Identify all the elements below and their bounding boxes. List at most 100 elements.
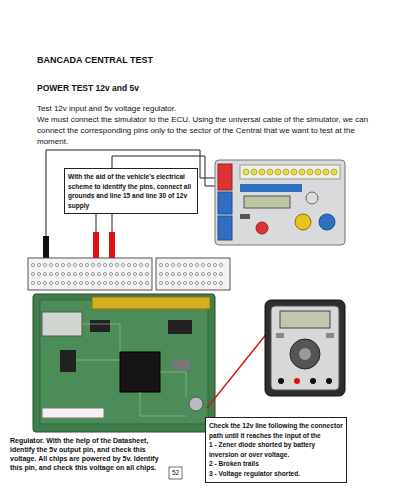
connector-strip (79, 272, 82, 275)
probe-wire (207, 332, 268, 408)
connector-strip (127, 263, 130, 266)
connector-strip (79, 281, 82, 284)
connector-strip (195, 272, 198, 275)
ecu-board (33, 294, 215, 432)
connector-strip (91, 272, 94, 275)
multimeter (299, 348, 311, 360)
connector-strip (145, 272, 148, 275)
page-number: 52 (169, 468, 182, 478)
simulator-device (331, 169, 337, 175)
connector-strip (213, 263, 216, 266)
connector-strip (43, 272, 46, 275)
ecu-board (172, 360, 190, 370)
connector-strip (189, 272, 192, 275)
connector-strip (159, 281, 162, 284)
connector-strip (67, 281, 70, 284)
connector-strip (85, 263, 88, 266)
ecu-board (40, 300, 208, 424)
connector-strip (115, 281, 118, 284)
connector-strip (189, 263, 192, 266)
ecu-board (60, 350, 76, 372)
simulator-device (243, 169, 249, 175)
page-title: BANCADA CENTRAL TEST (37, 55, 153, 65)
connector-strip (127, 272, 130, 275)
connector-strip (171, 272, 174, 275)
connector-strip (43, 281, 46, 284)
ecu-board (42, 312, 82, 336)
ecu-board (189, 397, 203, 411)
connector-strip (133, 263, 136, 266)
ecu-board (92, 297, 210, 309)
connector-strip (31, 281, 34, 284)
connector-strip (189, 281, 192, 284)
connector-strip (79, 263, 82, 266)
connector-strip (67, 263, 70, 266)
multimeter (278, 378, 284, 384)
connector-strip (165, 281, 168, 284)
simulator-device (323, 169, 329, 175)
simulator-device (319, 214, 335, 230)
multimeter (276, 333, 284, 338)
connector-strip (165, 272, 168, 275)
simulator-device (240, 184, 302, 192)
multimeter (326, 333, 334, 338)
connector-strip (37, 272, 40, 275)
connector-strip (183, 263, 186, 266)
connector-strip (171, 281, 174, 284)
simulator-device (299, 169, 305, 175)
ecu-board (76, 360, 120, 361)
ecu-board (42, 408, 104, 418)
connector-strip (28, 258, 230, 290)
connector-strip (85, 281, 88, 284)
simulator-device (215, 160, 345, 245)
connector-strip (85, 272, 88, 275)
connector-strip (97, 272, 100, 275)
simulator-device (243, 169, 337, 175)
page-number-box (169, 467, 182, 479)
connector-strip (183, 281, 186, 284)
connector-strip (49, 272, 52, 275)
connector-strip (219, 263, 222, 266)
connector-strip (213, 272, 216, 275)
connector-strip (103, 263, 106, 266)
simulator-device (306, 192, 318, 204)
box-text: 3 - Voltage regulator shorted. (209, 469, 343, 479)
connector-strip (61, 263, 64, 266)
simulator-device (283, 169, 289, 175)
connector-strip (121, 281, 124, 284)
connector-strip (67, 272, 70, 275)
connector-strip (133, 272, 136, 275)
connector-strip (55, 263, 58, 266)
connector-strip (49, 281, 52, 284)
ecu-board (120, 352, 160, 392)
connector-strip (73, 263, 76, 266)
connector-strip (121, 263, 124, 266)
connector-strip (109, 263, 112, 266)
simulator-device (240, 165, 340, 179)
simulator-device (215, 160, 345, 245)
cable-wire (46, 150, 215, 236)
page-number-box (169, 467, 182, 479)
intro-text: We must connect the simulator to the ECU… (37, 114, 369, 147)
simulator-device (259, 169, 265, 175)
box-text: With the aid of the vehicle's electrical… (68, 172, 194, 210)
multimeter (326, 378, 332, 384)
connector-strip (61, 281, 64, 284)
simulator-device (244, 196, 290, 208)
test-lead (43, 232, 115, 260)
box-text: Check the 12v line following the connect… (209, 421, 343, 440)
connector-strip (73, 272, 76, 275)
connector-strip (201, 281, 204, 284)
connector-strip (91, 281, 94, 284)
ecu-board (76, 324, 186, 416)
simulator-device (256, 222, 268, 234)
connector-strip (97, 263, 100, 266)
cable-wire (46, 150, 215, 236)
simulator-device (251, 169, 257, 175)
connector-strip (213, 281, 216, 284)
simulator-device (295, 214, 311, 230)
test-lead (93, 232, 99, 260)
connector-strip (207, 281, 210, 284)
ecu-board (82, 324, 120, 352)
